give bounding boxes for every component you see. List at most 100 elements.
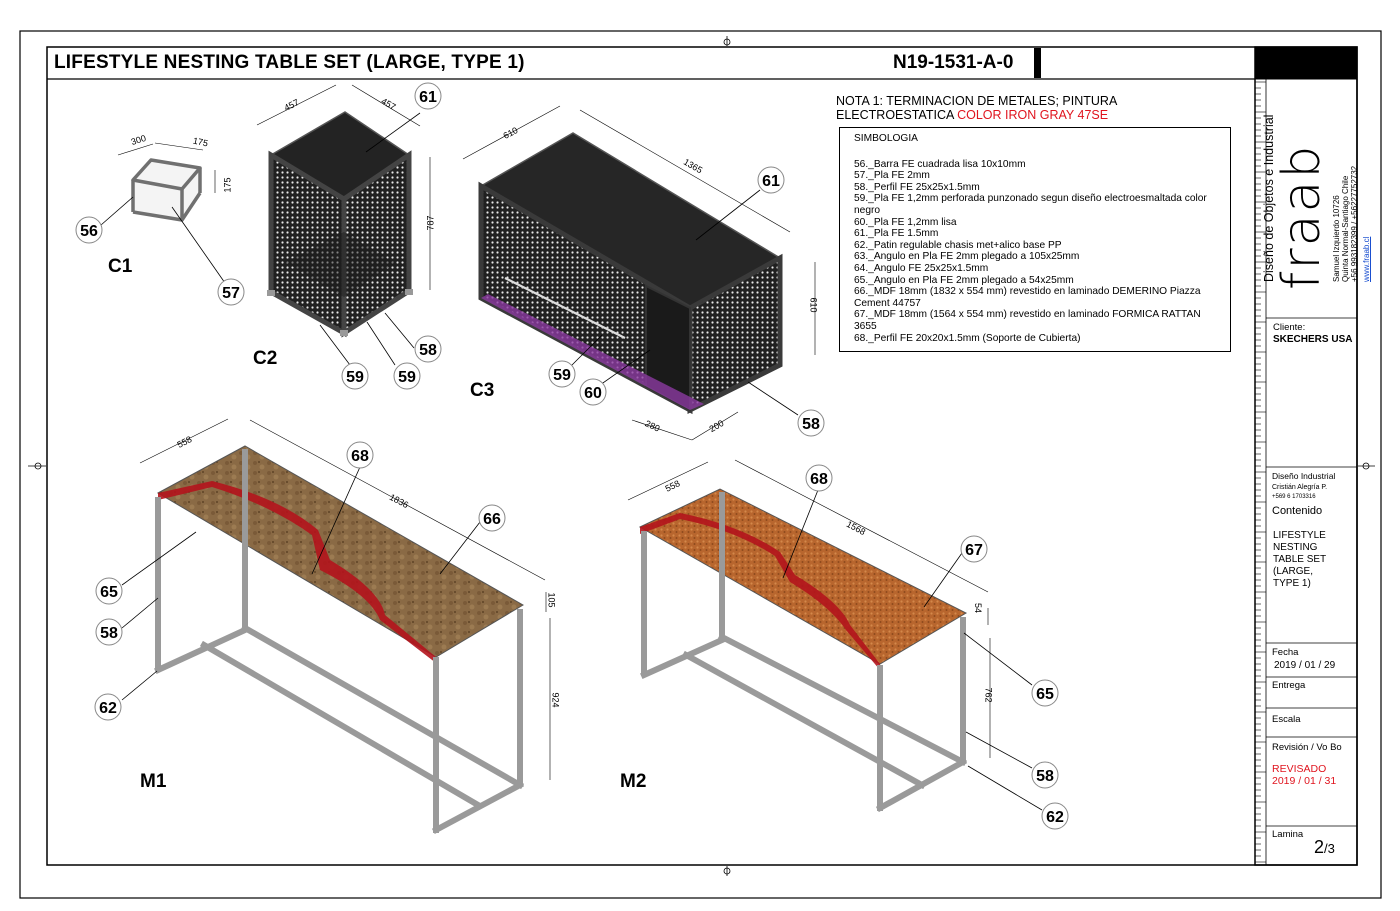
callout-number: 59 bbox=[553, 367, 571, 384]
legend-item: 57._Pla FE 2mm bbox=[854, 170, 930, 182]
callout-balloon: 58 bbox=[95, 618, 123, 646]
sheet-total: /3 bbox=[1324, 841, 1335, 856]
note-line-2: ELECTROESTATICA COLOR IRON GRAY 47SE bbox=[836, 108, 1166, 122]
dim-m1-top: 105 bbox=[546, 592, 557, 608]
callout-balloon: 61 bbox=[757, 166, 785, 194]
callout-number: 65 bbox=[100, 584, 118, 601]
client-name: SKECHERS USA bbox=[1273, 334, 1353, 345]
title-block-frame bbox=[1254, 46, 1358, 866]
callout-balloon: 65 bbox=[1031, 679, 1059, 707]
callout-number: 58 bbox=[802, 416, 820, 433]
legend-item: 67._MDF 18mm (1564 x 554 mm) revestido e… bbox=[854, 309, 1201, 332]
view-label-m1: M1 bbox=[140, 771, 167, 792]
callout-number: 56 bbox=[80, 223, 98, 240]
view-c1 bbox=[117, 142, 216, 222]
callout-balloon: 66 bbox=[478, 504, 506, 532]
company-website-link[interactable]: www.fraab.cl bbox=[1362, 236, 1371, 282]
callout-balloon: 61 bbox=[414, 82, 442, 110]
legend-item: 56._Barra FE cuadrada lisa 10x10mm bbox=[854, 158, 1026, 170]
sheet-number: 2/3 bbox=[1314, 837, 1335, 858]
company-info: Diseño de Objetos e Industrial fraab Sam… bbox=[1262, 80, 1382, 290]
callout-balloon: 59 bbox=[548, 360, 576, 388]
company-logo: fraab bbox=[1272, 143, 1332, 290]
callout-number: 66 bbox=[483, 511, 501, 528]
centering-marks bbox=[28, 36, 1375, 876]
view-m1 bbox=[139, 418, 551, 835]
designer-label: Diseño Industrial bbox=[1272, 471, 1336, 481]
callout-balloon: 62 bbox=[94, 693, 122, 721]
revision-status: REVISADO bbox=[1272, 763, 1327, 775]
content-line: TYPE 1) bbox=[1273, 578, 1311, 589]
view-label-c2: C2 bbox=[253, 348, 278, 369]
callout-balloon: 58 bbox=[414, 335, 442, 363]
callout-balloon: 68 bbox=[346, 441, 374, 469]
callout-balloon: 59 bbox=[341, 362, 369, 390]
callout-number: 65 bbox=[1036, 686, 1054, 703]
dim-c1-height: 175 bbox=[222, 177, 233, 193]
company-city: Quinta Normal-Santiago Chile bbox=[1341, 175, 1350, 282]
dim-m2-top: 54 bbox=[973, 602, 984, 614]
dim-m2-height: 762 bbox=[983, 687, 994, 703]
callout-number: 58 bbox=[1036, 768, 1054, 785]
callout-balloon: 56 bbox=[75, 216, 103, 244]
callout-number: 61 bbox=[419, 89, 437, 106]
content-line: (LARGE, bbox=[1273, 566, 1314, 577]
company-address: Samuel Izquierdo 10726 bbox=[1332, 195, 1341, 282]
view-m2 bbox=[627, 459, 991, 813]
dim-c2-height: 787 bbox=[425, 215, 436, 231]
delivery-label: Entrega bbox=[1272, 680, 1306, 691]
callout-balloon: 65 bbox=[95, 577, 123, 605]
content-line: NESTING bbox=[1273, 542, 1318, 553]
callout-number: 60 bbox=[584, 385, 602, 402]
legend-item: 68._Perfil FE 20x20x1.5mm (Soporte de Cu… bbox=[854, 332, 1081, 344]
content-line: TABLE SET bbox=[1273, 554, 1327, 565]
callout-number: 68 bbox=[810, 471, 828, 488]
content-label: Contenido bbox=[1272, 505, 1323, 517]
legend-item: 62._Patin regulable chasis met+alico bas… bbox=[854, 239, 1062, 251]
legend-heading: SIMBOLOGIA bbox=[854, 133, 918, 144]
leader-lines bbox=[100, 112, 1043, 811]
drawing-title: LIFESTYLE NESTING TABLE SET (LARGE, TYPE… bbox=[54, 52, 525, 73]
callout-number: 67 bbox=[965, 542, 983, 559]
dim-m1-height: 924 bbox=[550, 692, 561, 708]
callout-number: 58 bbox=[419, 342, 437, 359]
callout-number: 58 bbox=[100, 625, 118, 642]
callout-balloon: 57 bbox=[217, 278, 245, 306]
header-code-bar bbox=[1034, 48, 1041, 78]
callout-balloon: 58 bbox=[1031, 761, 1059, 789]
view-label-m2: M2 bbox=[620, 771, 647, 792]
title-block-ruler bbox=[1255, 81, 1266, 863]
designer-phone: +569 6 1703316 bbox=[1272, 494, 1316, 500]
legend-item: 65._Angulo en Pla FE 2mm plegado a 54x25… bbox=[854, 274, 1074, 286]
dim-c3-height: 610 bbox=[808, 297, 819, 313]
scale-label: Escala bbox=[1272, 714, 1301, 725]
legend-item: 58._Perfil FE 25x25x1.5mm bbox=[854, 181, 980, 193]
finish-note: NOTA 1: TERMINACION DE METALES; PINTURA … bbox=[836, 94, 1166, 122]
symbol-legend: SIMBOLOGIA 56._Barra FE cuadrada lisa 10… bbox=[839, 127, 1231, 352]
callout-number: 59 bbox=[398, 369, 416, 386]
outer-border bbox=[19, 30, 1382, 899]
sheet-current: 2 bbox=[1314, 837, 1325, 857]
legend-item: 66._MDF 18mm (1832 x 554 mm) revestido e… bbox=[854, 286, 1201, 309]
callout-balloon: 60 bbox=[579, 378, 607, 406]
content-text: LIFESTYLE NESTING TABLE SET (LARGE, TYPE… bbox=[1273, 530, 1326, 590]
date-label: Fecha bbox=[1272, 647, 1299, 658]
company-phones: +56 993182399 / +56227752732 bbox=[1350, 165, 1359, 282]
client-label: Cliente: bbox=[1273, 322, 1306, 333]
date-value: 2019 / 01 / 29 bbox=[1274, 660, 1336, 671]
note-color-spec: COLOR IRON GRAY 47SE bbox=[957, 108, 1109, 122]
callout-balloon: 59 bbox=[393, 362, 421, 390]
view-c2 bbox=[256, 84, 431, 338]
note-line-1: NOTA 1: TERMINACION DE METALES; PINTURA bbox=[836, 94, 1118, 108]
legend-item: 61._Pla FE 1.5mm bbox=[854, 228, 939, 240]
legend-item: 64._Angulo FE 25x25x1.5mm bbox=[854, 262, 989, 274]
callout-number: 59 bbox=[346, 369, 364, 386]
legend-item: 63._Angulo en Pla FE 2mm plegado a 105x2… bbox=[854, 251, 1080, 263]
content-line: LIFESTYLE bbox=[1273, 530, 1326, 541]
callout-number: 61 bbox=[762, 173, 780, 190]
callout-balloon: 68 bbox=[805, 464, 833, 492]
sheet-label: Lamina bbox=[1272, 829, 1304, 840]
